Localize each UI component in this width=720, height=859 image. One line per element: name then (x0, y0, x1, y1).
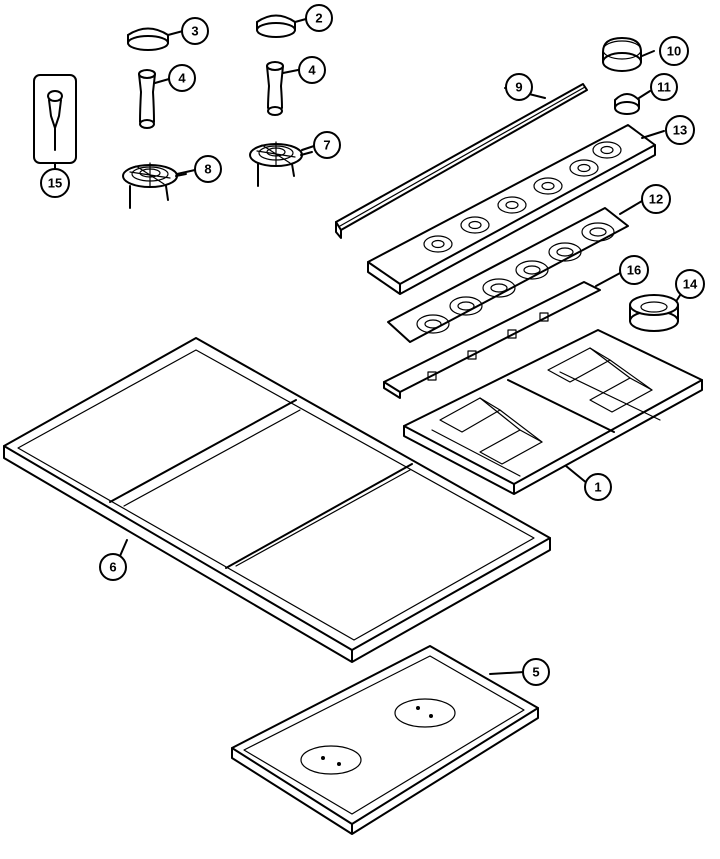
part-burner-head-right (249, 141, 313, 187)
svg-text:6: 6 (109, 560, 116, 575)
part-burner-tube-right (266, 61, 284, 116)
svg-text:8: 8 (204, 162, 211, 177)
callout-1: 1 (584, 473, 612, 501)
svg-text:4: 4 (308, 63, 316, 78)
part-trim-strip (335, 83, 588, 239)
svg-text:5: 5 (532, 665, 539, 680)
callout-5: 5 (522, 658, 550, 686)
part-knob-large (602, 37, 642, 72)
part-drip-pan (231, 645, 539, 835)
part-burner-grates (403, 329, 703, 495)
part-igniter-box (33, 74, 77, 164)
svg-text:12: 12 (649, 192, 663, 207)
callout-4: 4 (298, 56, 326, 84)
callout-12: 12 (641, 184, 671, 214)
part-burner-cap-right (256, 14, 296, 38)
part-igniter-bar (383, 281, 601, 399)
callout-2: 2 (305, 4, 333, 32)
callout-14: 14 (675, 269, 705, 299)
svg-text:4: 4 (178, 71, 186, 86)
callout-4: 4 (168, 64, 196, 92)
callout-16: 16 (619, 255, 649, 285)
svg-text:11: 11 (657, 80, 671, 95)
callout-13: 13 (665, 115, 695, 145)
part-burner-tube-left (138, 69, 156, 129)
callout-6: 6 (99, 553, 127, 581)
part-cooktop-frame (3, 337, 551, 663)
svg-text:2: 2 (315, 11, 322, 26)
part-burner-panel-top (367, 124, 656, 295)
callout-11: 11 (650, 73, 678, 101)
svg-text:10: 10 (667, 44, 681, 59)
svg-text:13: 13 (673, 123, 687, 138)
callout-8: 8 (194, 155, 222, 183)
part-burner-plate (387, 207, 629, 343)
callout-10: 10 (659, 36, 689, 66)
svg-text:3: 3 (191, 24, 198, 39)
callout-3: 3 (181, 17, 209, 45)
part-cup (629, 294, 679, 332)
part-burner-cap-left (127, 27, 169, 51)
callout-7: 7 (313, 131, 341, 159)
svg-text:1: 1 (594, 480, 601, 495)
part-burner-head-left (122, 162, 187, 209)
callout-15: 15 (40, 168, 70, 198)
callout-9: 9 (505, 73, 533, 101)
svg-text:14: 14 (683, 277, 698, 292)
svg-text:15: 15 (48, 176, 62, 191)
part-knob-small (614, 93, 640, 115)
svg-text:9: 9 (515, 80, 522, 95)
svg-text:16: 16 (627, 263, 641, 278)
svg-text:7: 7 (323, 138, 330, 153)
